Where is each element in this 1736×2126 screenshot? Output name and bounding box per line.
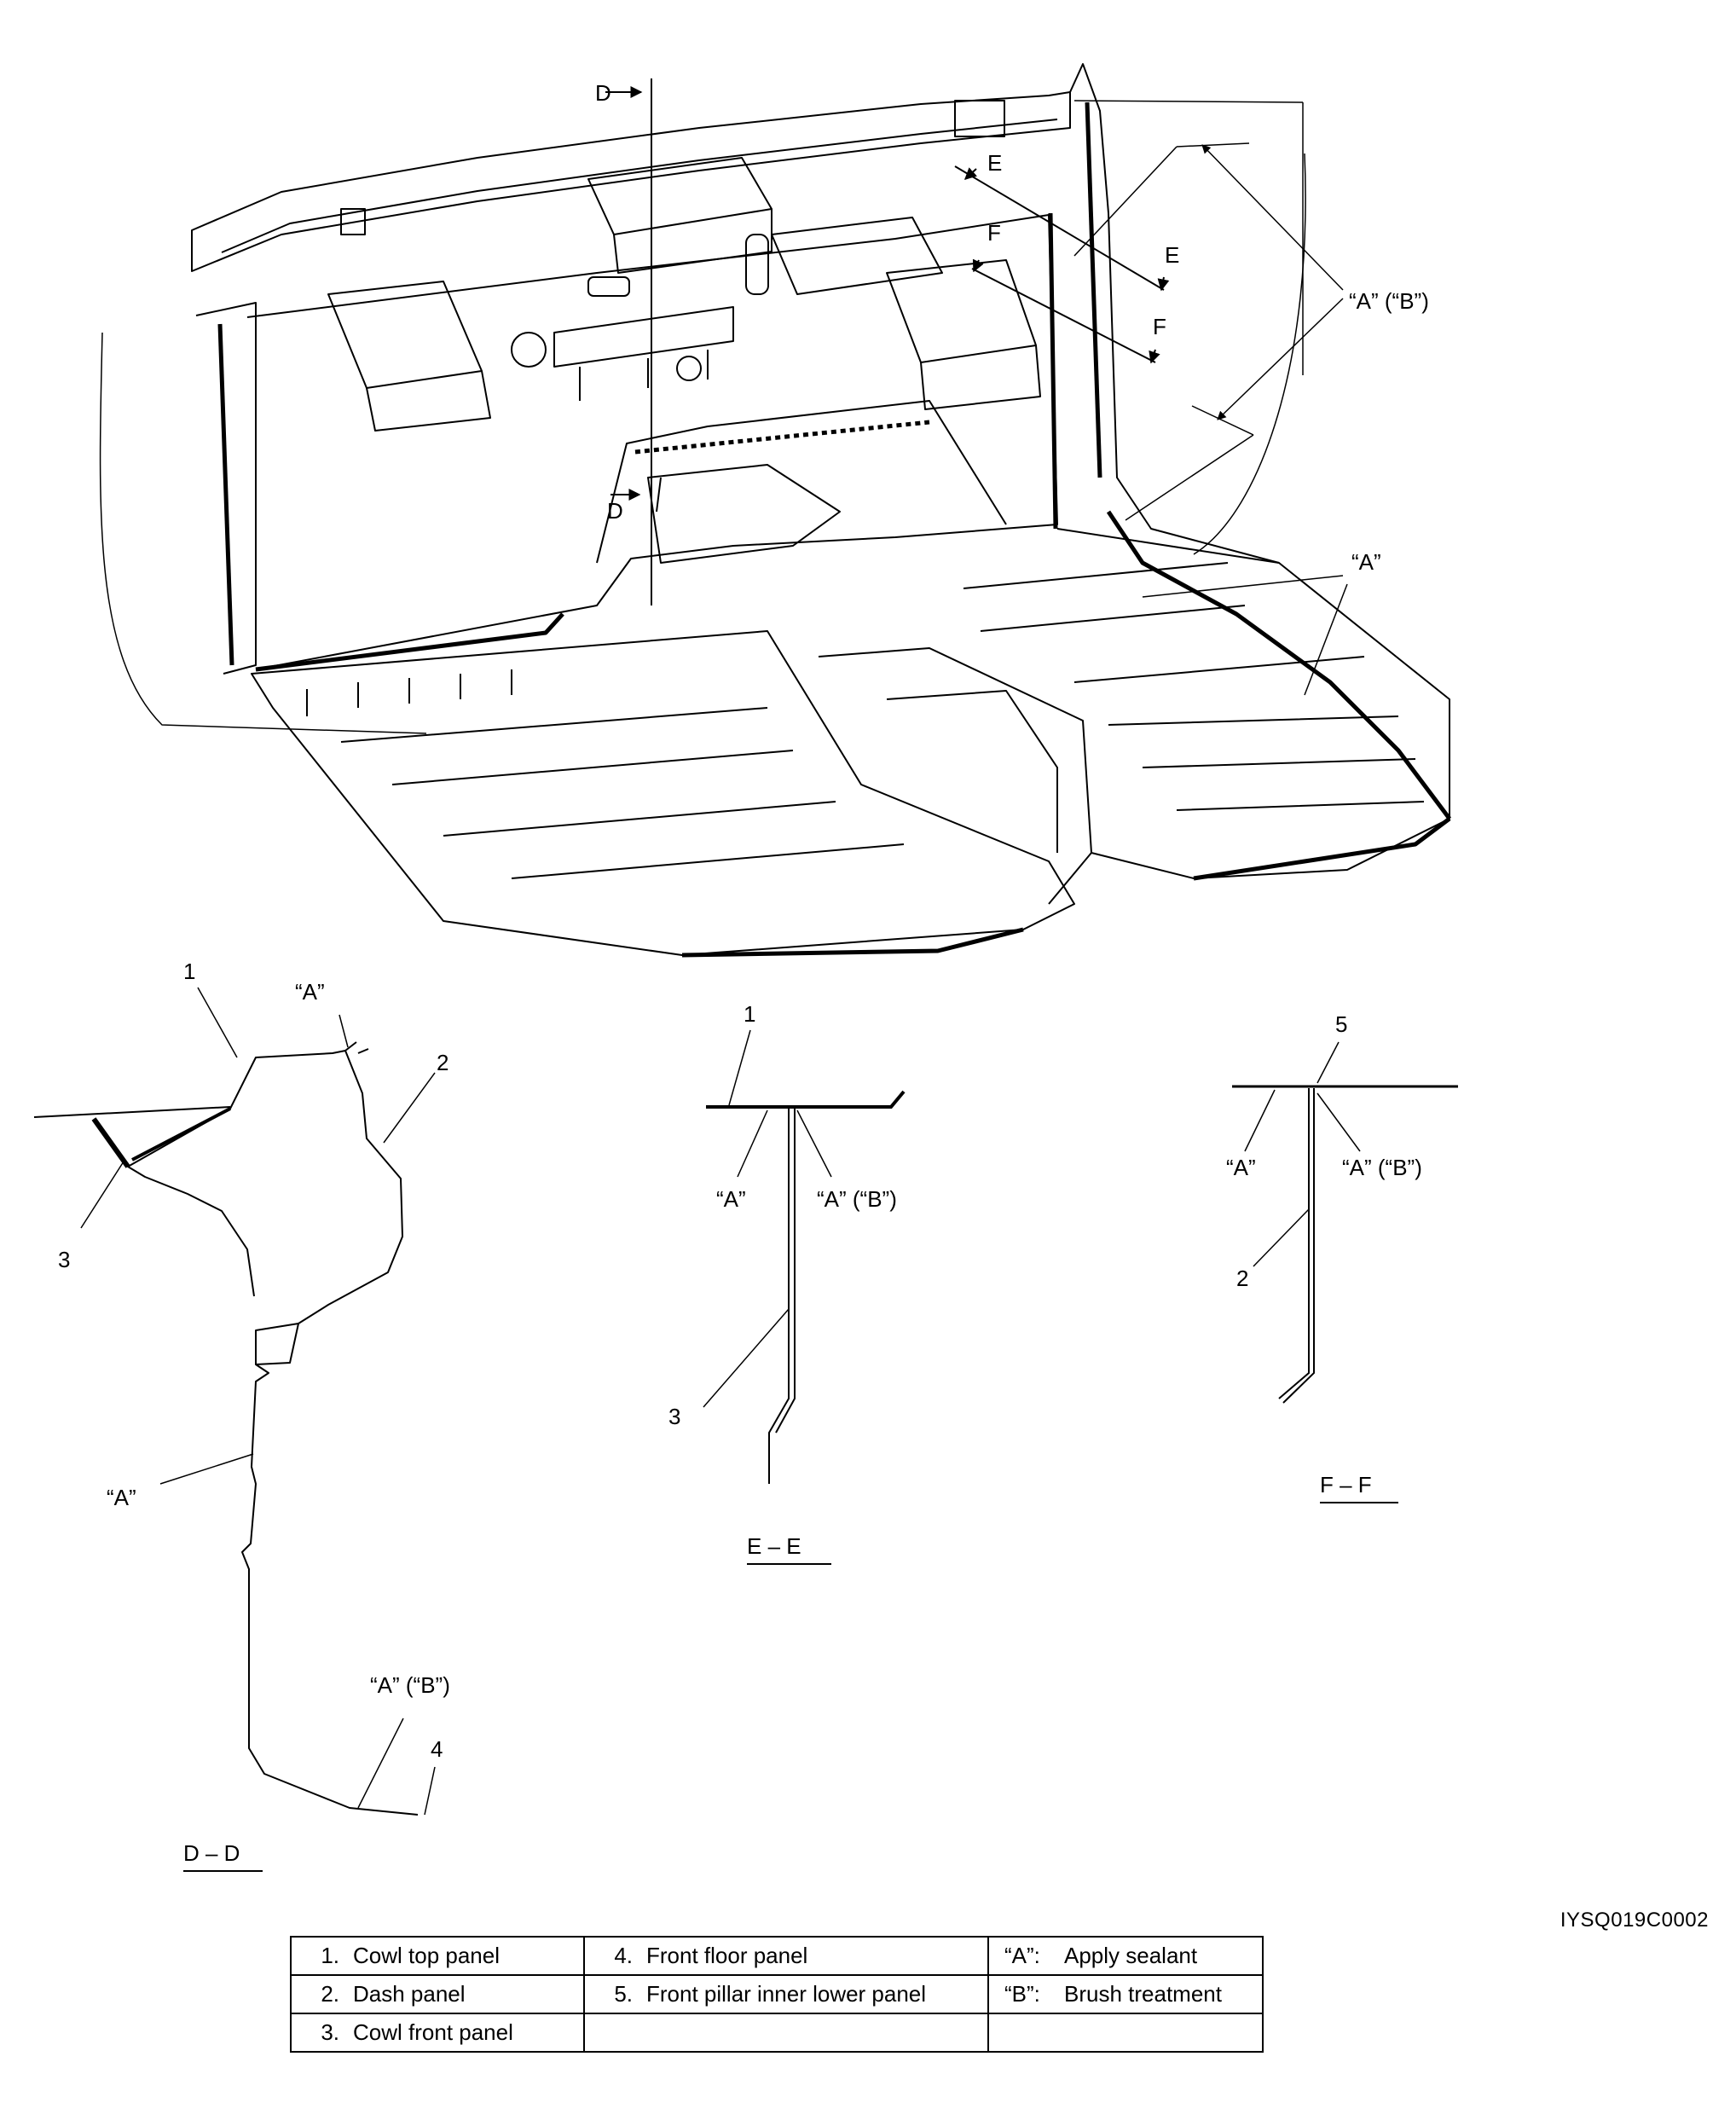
- legend-cell: 1. Cowl top panel: [290, 1936, 585, 1976]
- legend-cell: 5. Front pillar inner lower panel: [583, 1974, 989, 2014]
- section-title-ff: F – F: [1320, 1472, 1372, 1497]
- section-mark-f-left: F: [987, 220, 1001, 246]
- section-mark-f-right: F: [1153, 314, 1166, 339]
- section-dd-leaders: [80, 987, 436, 1816]
- legend-text: Front pillar inner lower panel: [646, 1981, 927, 2007]
- legend-cell: “A”: Apply sealant: [987, 1936, 1264, 1976]
- callout-a-b-iso: “A” (“B”): [1349, 288, 1429, 314]
- callout-a-ff: “A”: [1226, 1155, 1256, 1180]
- legend-text: Cowl front panel: [353, 2019, 513, 2045]
- legend-table: 1. Cowl top panel 4. Front floor panel “A”…: [290, 1936, 1264, 2053]
- section-ff-profile: [1232, 1085, 1458, 1404]
- section-title-ee: E – E: [747, 1533, 801, 1559]
- section-ee-profile: [706, 1090, 906, 1484]
- callout-a-dd-mid: “A”: [107, 1485, 136, 1510]
- callout-3-ee: 3: [668, 1404, 680, 1429]
- legend-text: [1052, 2019, 1064, 2045]
- callout-a-b-ff: “A” (“B”): [1342, 1155, 1422, 1180]
- section-mark-d-lower: D: [607, 498, 623, 524]
- legend-text: Dash panel: [353, 1981, 466, 2007]
- iso-labels: D D E E F F “A” (“B”) “A”: [595, 80, 1429, 575]
- legend-row: 2. Dash panel 5. Front pillar inner lower …: [290, 1974, 1264, 2014]
- callout-1-dd: 1: [183, 959, 195, 984]
- callout-a-b-dd: “A” (“B”): [370, 1672, 450, 1698]
- legend-number: 3.: [321, 2019, 339, 2045]
- legend-number: 1.: [321, 1943, 339, 1968]
- legend-row: 1. Cowl top panel 4. Front floor panel “A”…: [290, 1936, 1264, 1976]
- section-dd-profile: [33, 78, 652, 1816]
- callout-a-ee: “A”: [716, 1186, 746, 1212]
- section-mark-e-right: E: [1165, 242, 1179, 268]
- legend-cell: [987, 2013, 1264, 2053]
- section-cut-lines: [605, 78, 1170, 605]
- legend-number: 4.: [614, 1943, 633, 1968]
- section-ff-leaders: [1244, 1041, 1361, 1267]
- legend-number: 5.: [614, 1981, 633, 2007]
- figure-code: IYSQ019C0002: [1560, 1909, 1709, 1932]
- section-ee-leaders: [703, 1029, 832, 1408]
- legend-cell: “B”: Brush treatment: [987, 1974, 1264, 2014]
- section-ff-labels: 5 “A” “A” (“B”) 2 F – F: [1226, 1011, 1422, 1497]
- legend-text: Front floor panel: [646, 1943, 808, 1968]
- callout-leaders-iso: [1073, 100, 1348, 696]
- callout-2-dd: 2: [437, 1050, 448, 1075]
- legend-cell: 3. Cowl front panel: [290, 2013, 585, 2053]
- floor-dash-iso-view: [99, 63, 1451, 958]
- callout-4-dd: 4: [431, 1736, 443, 1762]
- section-ee-labels: 1 “A” “A” (“B”) 3 E – E: [668, 1001, 897, 1559]
- callout-a-b-ee: “A” (“B”): [817, 1186, 897, 1212]
- legend-text: Brush treatment: [1064, 1981, 1222, 2007]
- section-mark-e-left: E: [987, 150, 1002, 176]
- callout-a-iso: “A”: [1351, 549, 1381, 575]
- callout-5-ff: 5: [1335, 1011, 1347, 1037]
- callout-a-dd-top: “A”: [295, 979, 325, 1005]
- legend-key: “A”:: [1004, 1943, 1040, 1968]
- legend-cell: [583, 2013, 989, 2053]
- legend-key: “B”:: [1004, 1981, 1040, 2007]
- section-dd-labels: 1 “A” 2 3 “A” “A” (“B”) 4 D – D: [58, 959, 450, 1866]
- callout-2-ff: 2: [1236, 1266, 1248, 1291]
- section-title-dd: D – D: [183, 1840, 240, 1866]
- legend-cell: 2. Dash panel: [290, 1974, 585, 2014]
- legend-number: 2.: [321, 1981, 339, 2007]
- legend-cell: 4. Front floor panel: [583, 1936, 989, 1976]
- legend-row: 3. Cowl front panel: [290, 2013, 1264, 2053]
- legend-text: Cowl top panel: [353, 1943, 500, 1968]
- callout-1-ee: 1: [744, 1001, 755, 1027]
- section-mark-d-top: D: [595, 80, 611, 106]
- callout-3-dd: 3: [58, 1247, 70, 1272]
- legend-text: Apply sealant: [1064, 1943, 1198, 1968]
